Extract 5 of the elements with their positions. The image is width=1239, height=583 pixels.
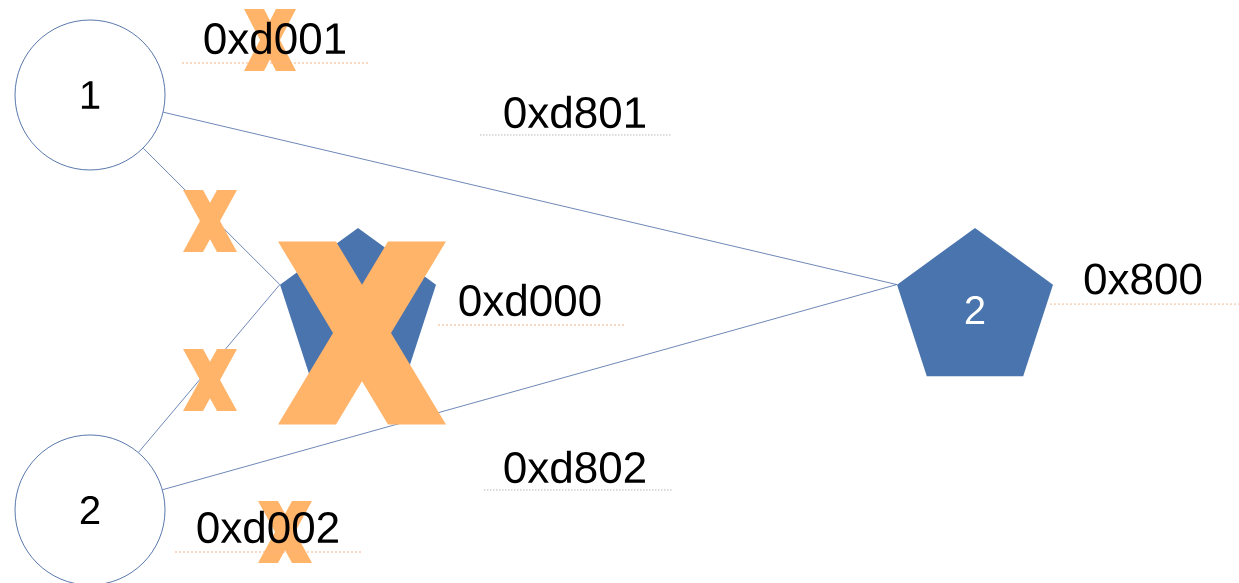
connector-line [162,284,898,491]
edge-label: 0xd801 [479,95,673,136]
address-label: 0xd000 [437,283,627,326]
edge-label: 0xd802 [483,450,673,491]
connector-line [163,111,898,285]
